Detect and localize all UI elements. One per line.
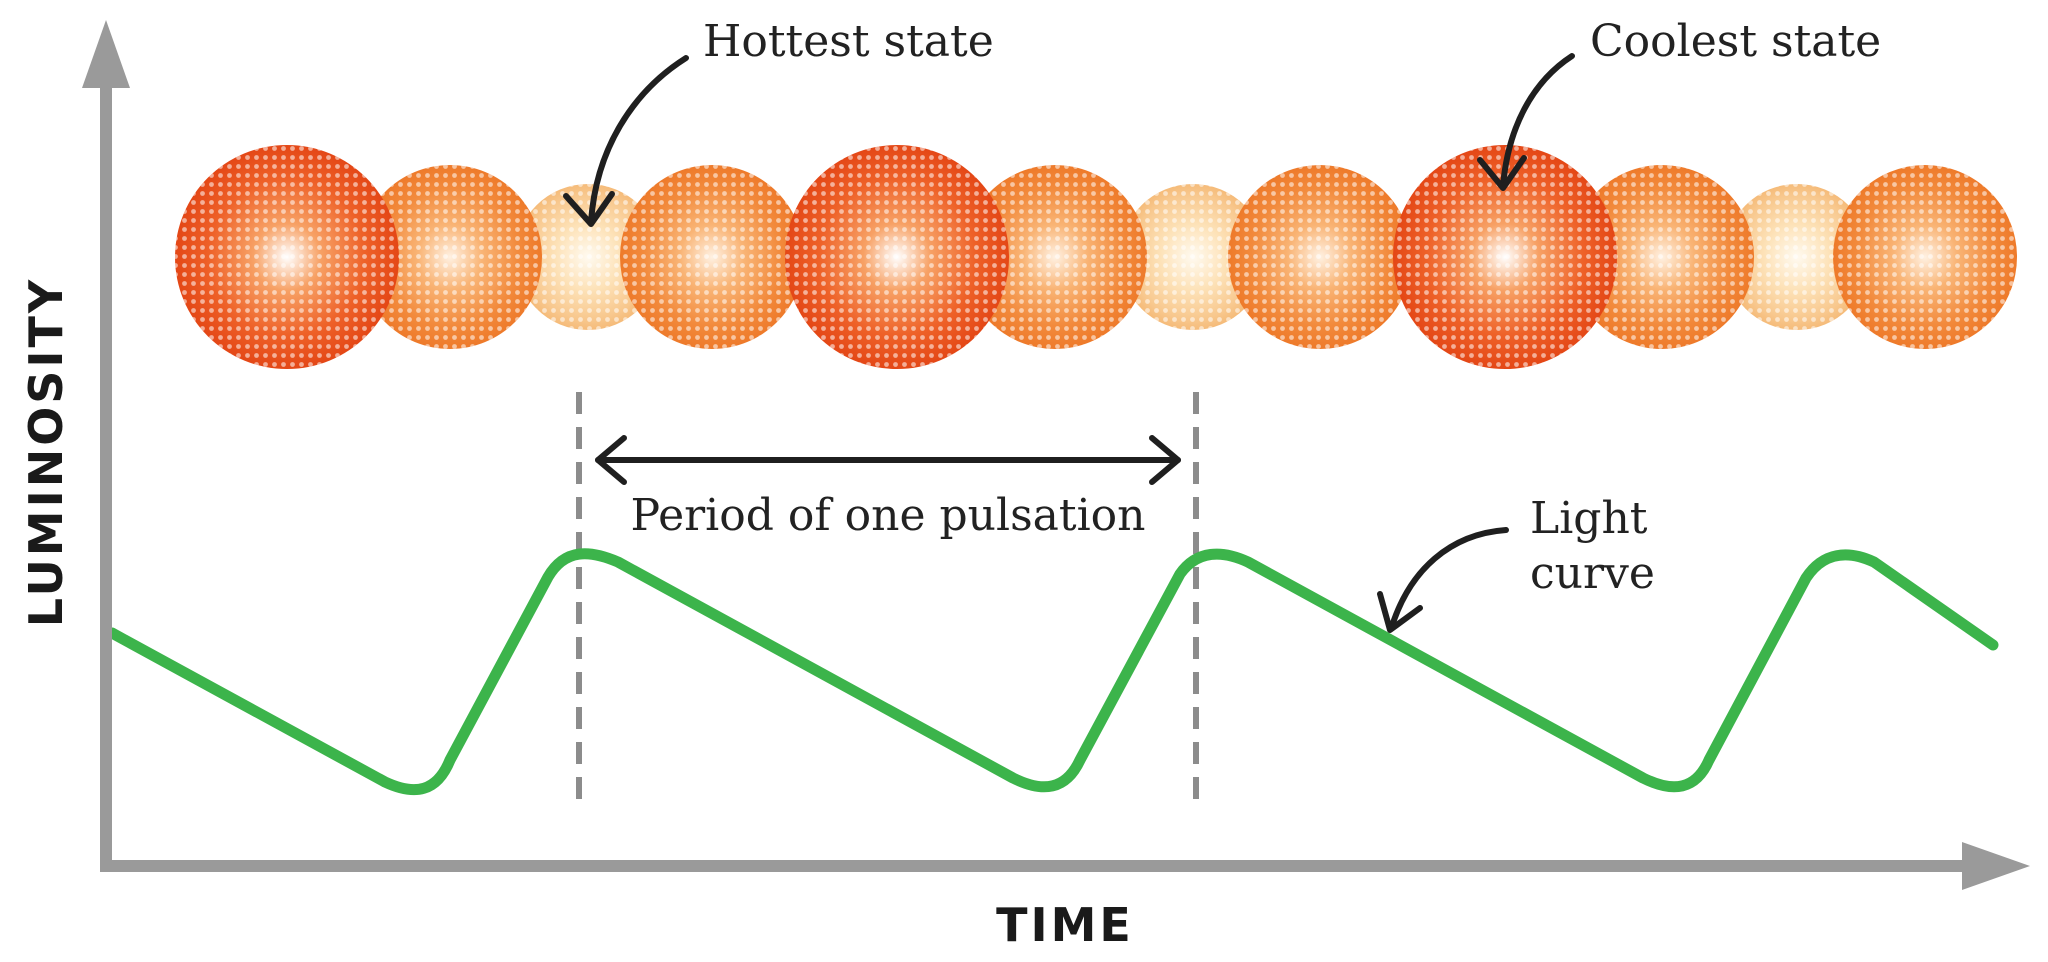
star-medium-4 bbox=[620, 165, 804, 349]
x-axis-arrowhead bbox=[1962, 842, 2030, 890]
star-hottest-11 bbox=[1724, 184, 1870, 330]
star-sequence bbox=[175, 145, 2017, 369]
light-curve-pointer-arrow bbox=[1377, 527, 1509, 633]
star-medium-12 bbox=[1833, 165, 2017, 349]
hottest-pointer-arrow bbox=[563, 55, 689, 227]
star-coolest-1 bbox=[175, 145, 399, 369]
light-curve-label-line2: curve bbox=[1530, 548, 1655, 599]
period-double-arrow bbox=[595, 435, 1181, 485]
x-axis-label: TIME bbox=[996, 898, 1134, 952]
star-medium-6 bbox=[963, 165, 1147, 349]
star-coolest-9 bbox=[1393, 145, 1617, 369]
hottest-state-label: Hottest state bbox=[703, 16, 994, 67]
y-axis-arrowhead bbox=[82, 20, 130, 88]
light-curve-label-line1: Light bbox=[1530, 493, 1648, 544]
star-medium-2 bbox=[358, 165, 542, 349]
star-hottest-7 bbox=[1120, 184, 1266, 330]
axes bbox=[82, 20, 2030, 890]
star-coolest-5 bbox=[785, 145, 1009, 369]
star-medium-8 bbox=[1228, 165, 1412, 349]
coolest-pointer-arrow bbox=[1477, 53, 1575, 191]
star-medium-10 bbox=[1570, 165, 1754, 349]
period-label: Period of one pulsation bbox=[630, 490, 1145, 541]
coolest-state-label: Coolest state bbox=[1590, 16, 1881, 67]
light-curve-line bbox=[106, 548, 1999, 796]
star-hottest-3 bbox=[515, 184, 661, 330]
y-axis-label: LUMINOSITY bbox=[19, 277, 73, 627]
